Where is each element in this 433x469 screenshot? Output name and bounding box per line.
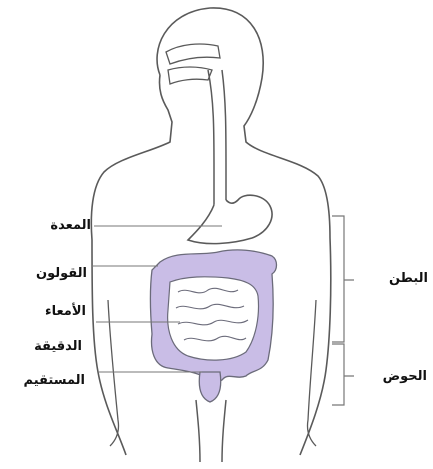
label-small-intestine-line2: الدقيقة — [34, 340, 82, 353]
esophagus — [208, 70, 226, 205]
small-intestine-shape — [168, 277, 259, 360]
leg-outline — [196, 400, 226, 462]
pelvis-bracket — [332, 344, 354, 405]
stomach-shape — [188, 195, 272, 243]
label-pelvis: الحوض — [383, 370, 427, 383]
abdomen-bracket — [332, 216, 354, 342]
label-small-intestine-line1: الأمعاء — [45, 305, 86, 318]
rectum-shape — [199, 372, 220, 402]
label-rectum: المستقيم — [24, 374, 85, 387]
label-colon: القولون — [36, 267, 87, 280]
label-abdomen: البطن — [389, 272, 428, 285]
nasal-cavity — [166, 44, 220, 84]
label-stomach: المعدة — [50, 219, 91, 232]
